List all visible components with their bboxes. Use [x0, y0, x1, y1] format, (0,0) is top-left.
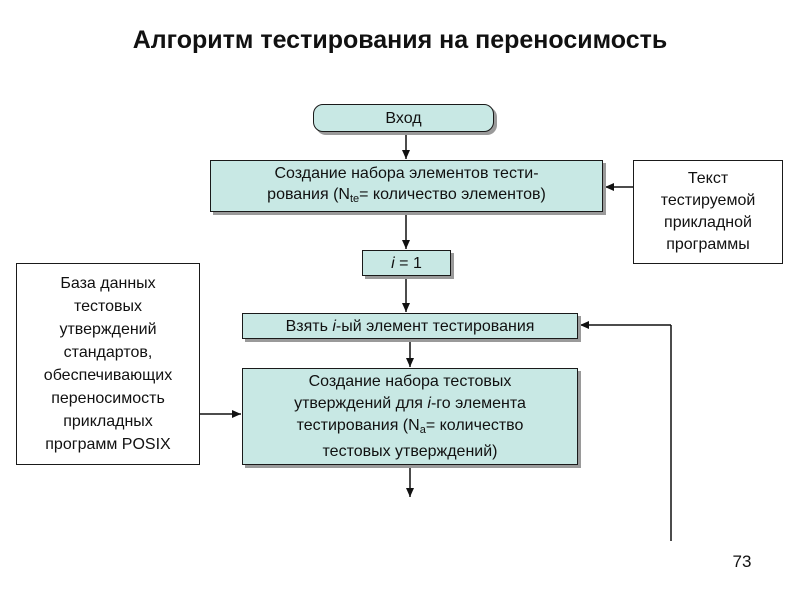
- create-assertions-node: Создание набора тестовых утверждений для…: [242, 368, 578, 465]
- database-line4: стандартов,: [63, 344, 153, 361]
- database-line6: переносимость: [51, 390, 165, 407]
- program-text-line1: Текст: [687, 170, 729, 187]
- database-node: База данных тестовых утверждений стандар…: [16, 263, 200, 465]
- create-test-set-node: Создание набора элементов тести- рования…: [210, 160, 603, 212]
- take-i-variable: i: [332, 317, 336, 335]
- assertions-line3-post: = количество: [425, 416, 524, 434]
- create-set-line2-post: = количество элементов): [359, 185, 546, 203]
- create-set-line2-pre: рования (N: [267, 185, 350, 203]
- i-init-rest: = 1: [394, 254, 422, 272]
- database-line5: обеспечивающих: [43, 367, 173, 384]
- create-set-line1: Создание набора элементов тести-: [274, 164, 539, 182]
- n-a-subscript: a: [419, 423, 426, 436]
- assertions-i-variable: i: [427, 394, 431, 412]
- program-text-line3: прикладной: [664, 214, 752, 231]
- i-variable: i: [391, 254, 395, 272]
- database-line3: утверждений: [59, 321, 157, 338]
- page-number: 73: [732, 552, 752, 571]
- program-text-line4: программы: [666, 236, 750, 253]
- database-line8: программ POSIX: [45, 436, 171, 453]
- slide-title: Алгоритм тестирования на переносимость: [132, 26, 668, 54]
- entry-node: Вход: [313, 104, 494, 132]
- database-line7: прикладных: [63, 413, 153, 430]
- program-text-node: Текст тестируемой прикладной программы: [633, 160, 783, 264]
- assertions-line4: тестовых утверждений): [322, 442, 498, 460]
- n-te-subscript: te: [349, 192, 360, 205]
- assertions-line2-post: -го элемента: [430, 394, 526, 412]
- i-init-node: i = 1: [362, 250, 451, 276]
- assertions-line2-pre: утверждений для: [294, 394, 428, 412]
- take-element-node: Взять i-ый элемент тестирования: [242, 313, 578, 339]
- take-post: -ый элемент тестирования: [335, 317, 535, 335]
- database-line1: База данных: [60, 275, 156, 292]
- assertions-line3-pre: тестирования (N: [296, 416, 420, 434]
- take-pre: Взять: [285, 317, 333, 335]
- entry-label: Вход: [385, 109, 422, 127]
- assertions-line1: Создание набора тестовых: [308, 372, 512, 390]
- program-text-line2: тестируемой: [660, 192, 756, 209]
- database-line2: тестовых: [73, 298, 143, 315]
